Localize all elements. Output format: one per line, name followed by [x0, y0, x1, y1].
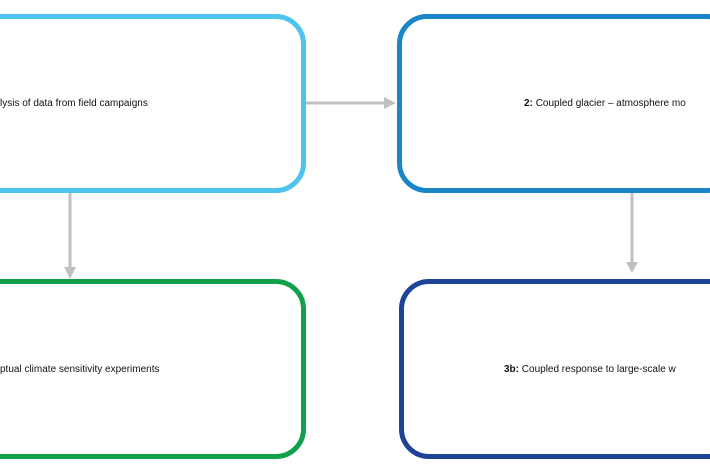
arrow-box2-to-box3b	[626, 193, 638, 273]
box-2-text: Coupled glacier – atmosphere mo	[535, 98, 686, 109]
box-climate-sensitivity	[0, 279, 306, 459]
arrow-box1-to-box2	[306, 97, 396, 109]
box-field-campaigns	[0, 14, 306, 193]
box-large-scale-response-label: 3b: Coupled response to large-scale w	[504, 364, 676, 376]
box-2-prefix: 2:	[524, 98, 533, 109]
arrow-box1-to-box3a	[64, 193, 76, 279]
box-climate-sensitivity-label: ptual climate sensitivity experiments	[0, 364, 160, 376]
box-large-scale-response	[399, 279, 710, 459]
box-field-campaigns-label: lysis of data from field campaigns	[0, 98, 148, 110]
box-3a-text: ptual climate sensitivity experiments	[0, 364, 160, 375]
box-field-campaigns-text: lysis of data from field campaigns	[0, 98, 148, 109]
box-coupled-glacier-atmosphere-label: 2: Coupled glacier – atmosphere mo	[524, 98, 686, 110]
box-3b-prefix: 3b:	[504, 364, 519, 375]
box-coupled-glacier-atmosphere	[397, 14, 710, 193]
box-3b-text: Coupled response to large-scale w	[521, 364, 676, 375]
